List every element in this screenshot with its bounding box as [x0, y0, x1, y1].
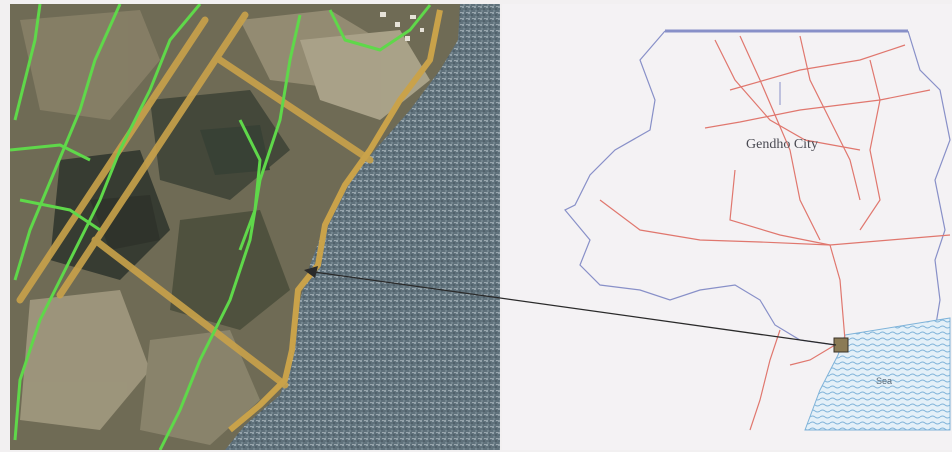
- location-marker-icon: [833, 337, 849, 353]
- road-network: [599, 35, 951, 431]
- tan-boundary-lines: [16, 11, 374, 389]
- sea-label: Sea: [876, 376, 892, 386]
- buildings: [380, 12, 424, 41]
- aerial-photo-panel: [10, 4, 500, 450]
- terrain-patches: [20, 10, 430, 445]
- green-contour-lines: [10, 4, 432, 450]
- arrow-icon: [304, 266, 837, 346]
- schematic-map-panel: Gendho City Sea: [502, 4, 952, 450]
- city-label: Gendho City: [746, 137, 818, 152]
